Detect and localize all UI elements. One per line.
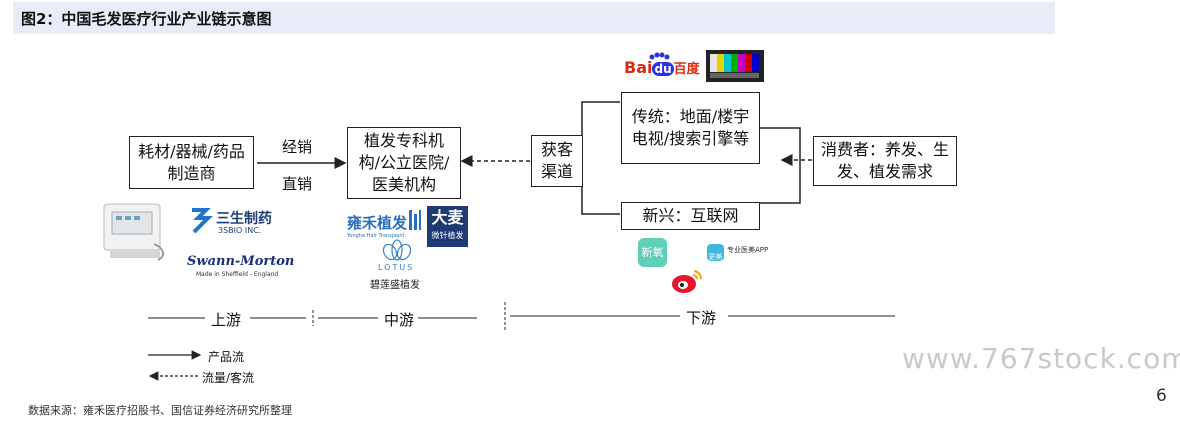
stage-upstream-label: 上游 <box>211 311 242 329</box>
upstream-manufacturer-box: 耗材/器械/药品制造商 <box>129 136 254 189</box>
yonghe-name: 雍禾植发 <box>347 214 408 232</box>
gengmei-logo: 更美 <box>707 244 724 261</box>
weibo-icon <box>672 269 703 293</box>
legend-customer-flow: 流量/客流 <box>202 371 255 385</box>
damai-logo: 大麦 微针植发 <box>427 206 468 247</box>
lotus-flower-icon <box>382 239 412 261</box>
swann-morton-sub: Made in Sheffield - England <box>196 271 279 278</box>
sansheng-logo-icon <box>192 208 213 234</box>
figure-title-bar: 图2：中国毛发医疗行业产业链示意图 <box>13 2 1055 34</box>
baidu-cn: 百度 <box>673 62 700 77</box>
sansheng-name: 三生制药 <box>216 211 272 227</box>
yonghe-en: Yonghe Hair Transplant <box>347 233 405 239</box>
channel-bracket <box>581 101 620 215</box>
lotus-name: 碧莲盛植发 <box>370 280 420 291</box>
swann-morton-name: Swann-Morton <box>187 254 295 269</box>
damai-name: 大麦 <box>431 208 464 227</box>
sansheng-en: 3SBIO INC. <box>218 226 262 235</box>
damai-sub: 微针植发 <box>431 231 464 240</box>
figure-title: 图2：中国毛发医疗行业产业链示意图 <box>21 10 272 28</box>
yonghe-bars-icon <box>409 210 421 230</box>
midstream-institution-box: 植发专科机构/公立医院/医美机构 <box>347 127 461 199</box>
watermark: www.767stock.com <box>902 342 1180 375</box>
consumer-bracket <box>760 127 801 204</box>
legend-product-flow: 产品流 <box>208 350 245 364</box>
xinyang-logo: 新氧 <box>638 238 667 267</box>
paw-icon <box>649 52 670 60</box>
data-source: 数据来源：雍禾医疗招股书、国信证券经济研究所整理 <box>28 404 292 417</box>
baidu-du: du <box>652 62 674 76</box>
traditional-channel-box: 传统：地面/楼宇电视/搜索引擎等 <box>621 92 760 164</box>
stage-midstream-label: 中游 <box>384 311 415 329</box>
baidu-bai: Bai <box>624 58 653 77</box>
gengmei-name: 更美 <box>708 253 723 261</box>
channel-box: 获客渠道 <box>531 135 583 187</box>
direct-sales-label: 直销 <box>282 175 313 193</box>
medical-device-image <box>103 203 164 261</box>
stage-downstream-label: 下游 <box>686 309 717 327</box>
gengmei-sub: 专业医美APP <box>727 246 769 254</box>
lotus-en: LOTUS <box>378 263 415 272</box>
xinyang-name: 新氧 <box>641 246 664 259</box>
consumer-box: 消费者：养发、生发、植发需求 <box>813 136 957 186</box>
page-number: 6 <box>1156 386 1167 406</box>
emerging-channel-box: 新兴：互联网 <box>621 202 760 230</box>
tv-test-pattern-image <box>706 50 764 82</box>
distribution-label: 经销 <box>282 138 313 156</box>
